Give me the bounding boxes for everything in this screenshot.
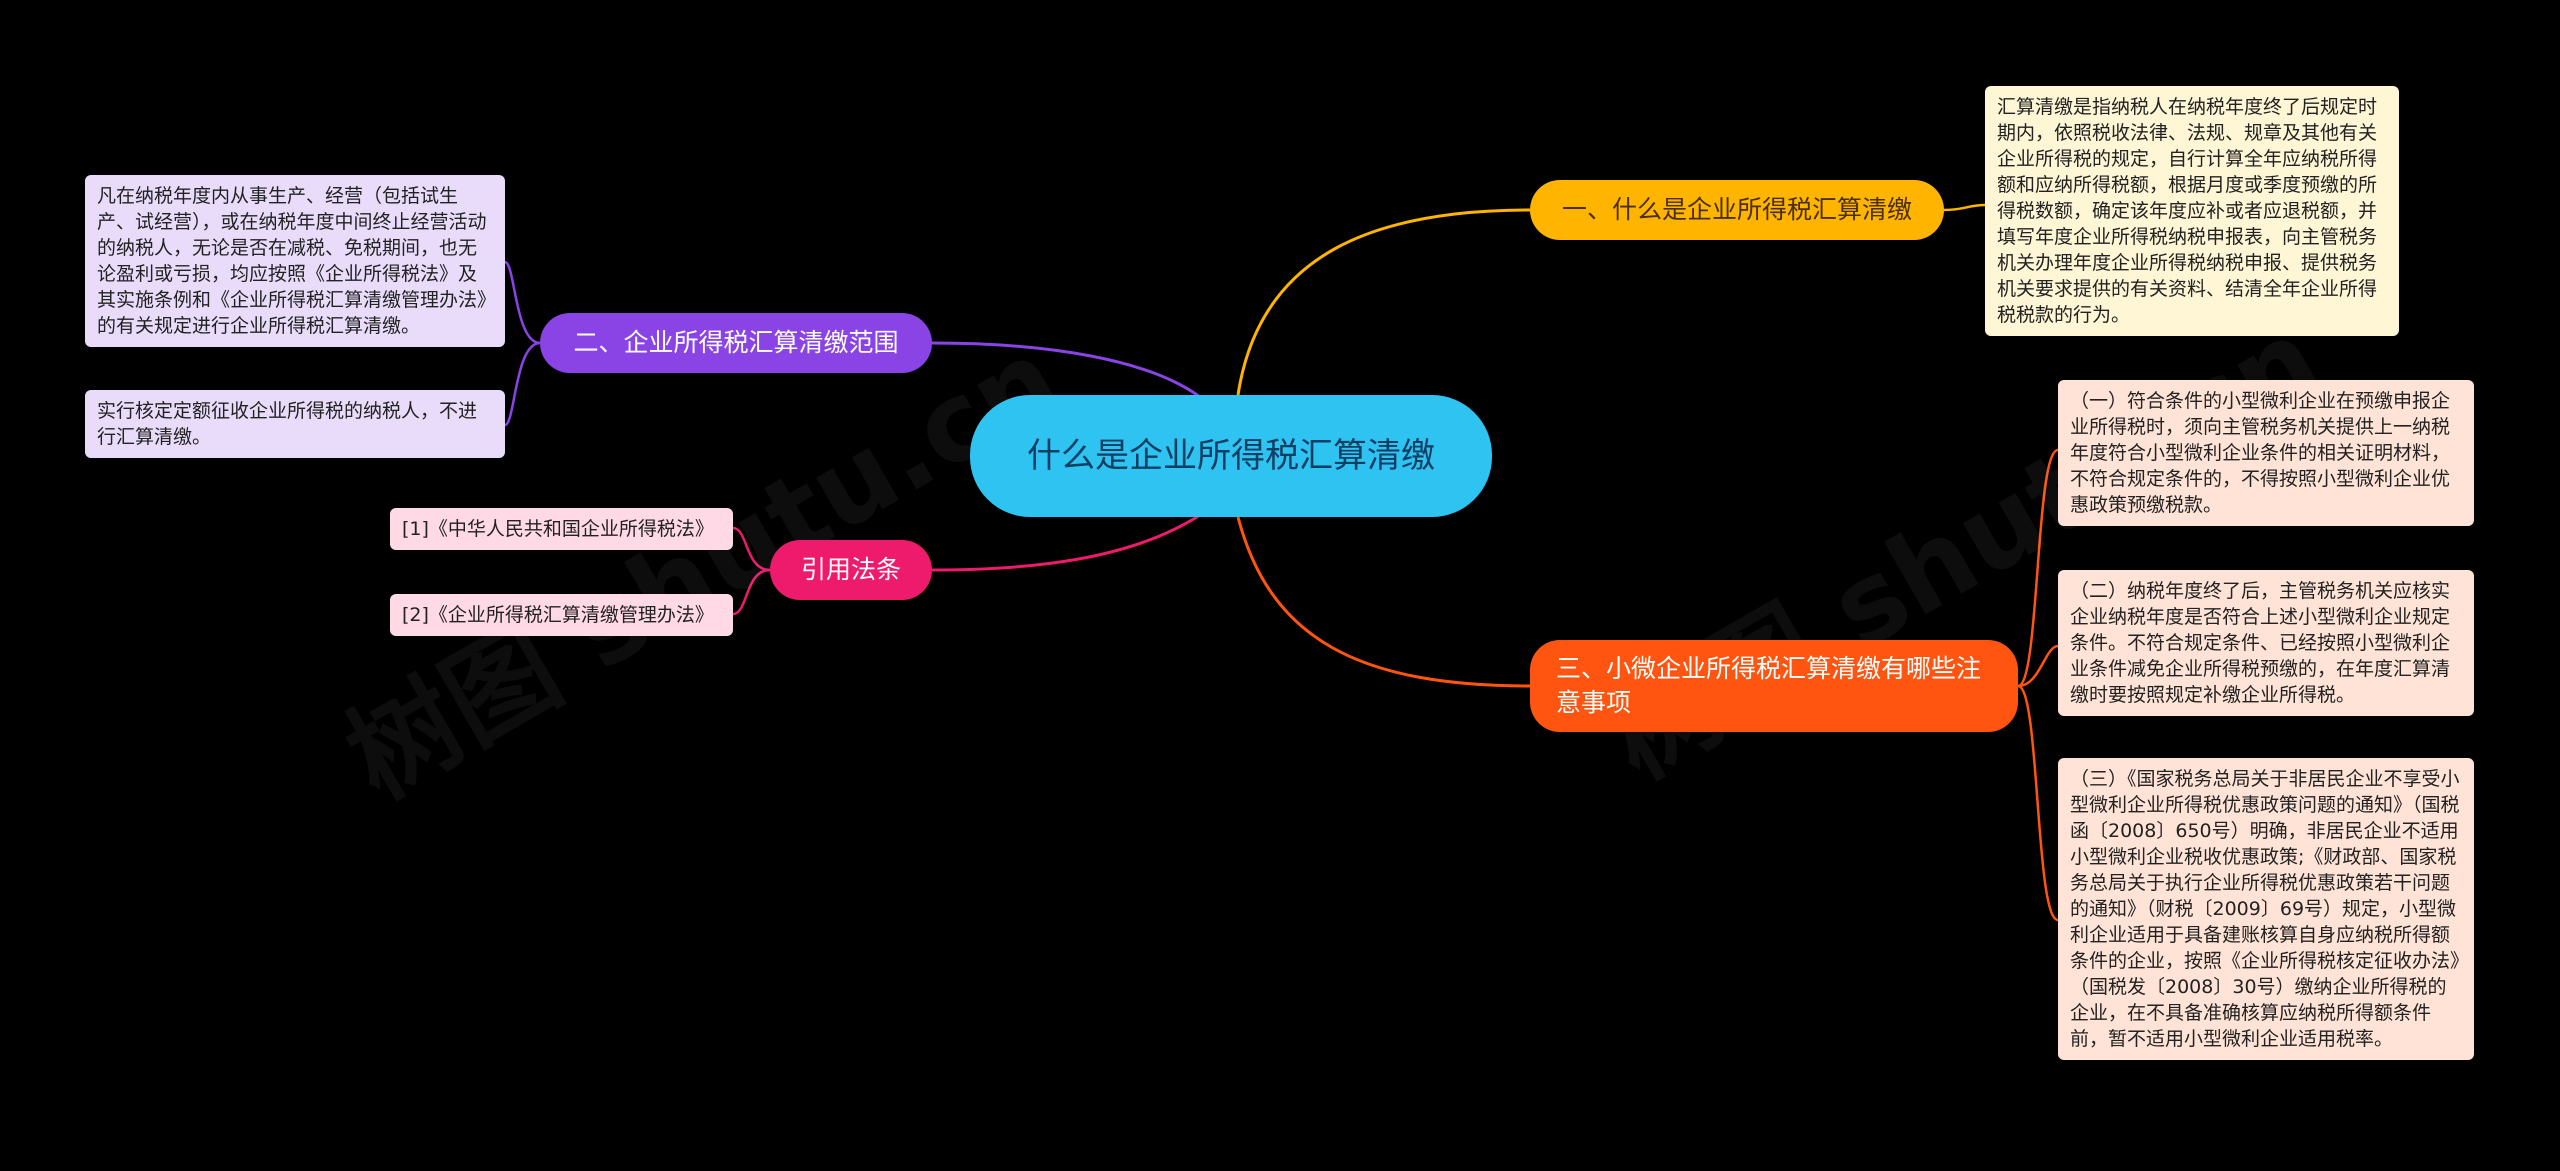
- leaf-note-2[interactable]: （二）纳税年度终了后，主管税务机关应核实企业纳税年度是否符合上述小型微利企业规定…: [2058, 570, 2474, 716]
- branch-cited-laws[interactable]: 引用法条: [770, 540, 932, 600]
- leaf-scope-exempt[interactable]: 实行核定定额征收企业所得税的纳税人，不进行汇算清缴。: [85, 390, 505, 458]
- connector-branch1-leaf1: [1943, 203, 1986, 212]
- connector-branch4-leaf1: [2017, 448, 2059, 688]
- leaf-definition[interactable]: 汇算清缴是指纳税人在纳税年度终了后规定时期内，依照税收法律、法规、规章及其他有关…: [1985, 86, 2399, 336]
- connector-root-branch3: [931, 513, 1201, 572]
- connector-root-branch1: [1236, 208, 1531, 396]
- branch-small-enterprise-notes[interactable]: 三、小微企业所得税汇算清缴有哪些注意事项: [1530, 640, 2018, 732]
- branch-settlement-scope[interactable]: 二、企业所得税汇算清缴范围: [540, 313, 932, 373]
- leaf-note-3[interactable]: （三）《国家税务总局关于非居民企业不享受小型微利企业所得税优惠政策问题的通知》（…: [2058, 758, 2474, 1060]
- connector-branch3-leaf2: [732, 568, 771, 616]
- root-topic[interactable]: 什么是企业所得税汇算清缴: [970, 395, 1492, 517]
- branch-what-is-settlement[interactable]: 一、什么是企业所得税汇算清缴: [1530, 180, 1944, 240]
- leaf-scope-applicable[interactable]: 凡在纳税年度内从事生产、经营（包括试生产、试经营），或在纳税年度中间终止经营活动…: [85, 175, 505, 347]
- connector-root-branch4: [1236, 516, 1531, 688]
- leaf-law-2[interactable]: [2]《企业所得税汇算清缴管理办法》: [390, 594, 733, 636]
- leaf-law-1[interactable]: [1]《中华人民共和国企业所得税法》: [390, 508, 733, 550]
- connector-branch3-leaf1: [732, 526, 771, 572]
- connector-branch4-leaf3: [2017, 684, 2059, 922]
- leaf-note-1[interactable]: （一）符合条件的小型微利企业在预缴申报企业所得税时，须向主管税务机关提供上一纳税…: [2058, 380, 2474, 526]
- connector-branch2-leaf2: [503, 341, 541, 427]
- connector-root-branch2: [931, 341, 1201, 399]
- connector-branch4-leaf2: [2017, 644, 2059, 688]
- connector-branch2-leaf1: [504, 260, 541, 345]
